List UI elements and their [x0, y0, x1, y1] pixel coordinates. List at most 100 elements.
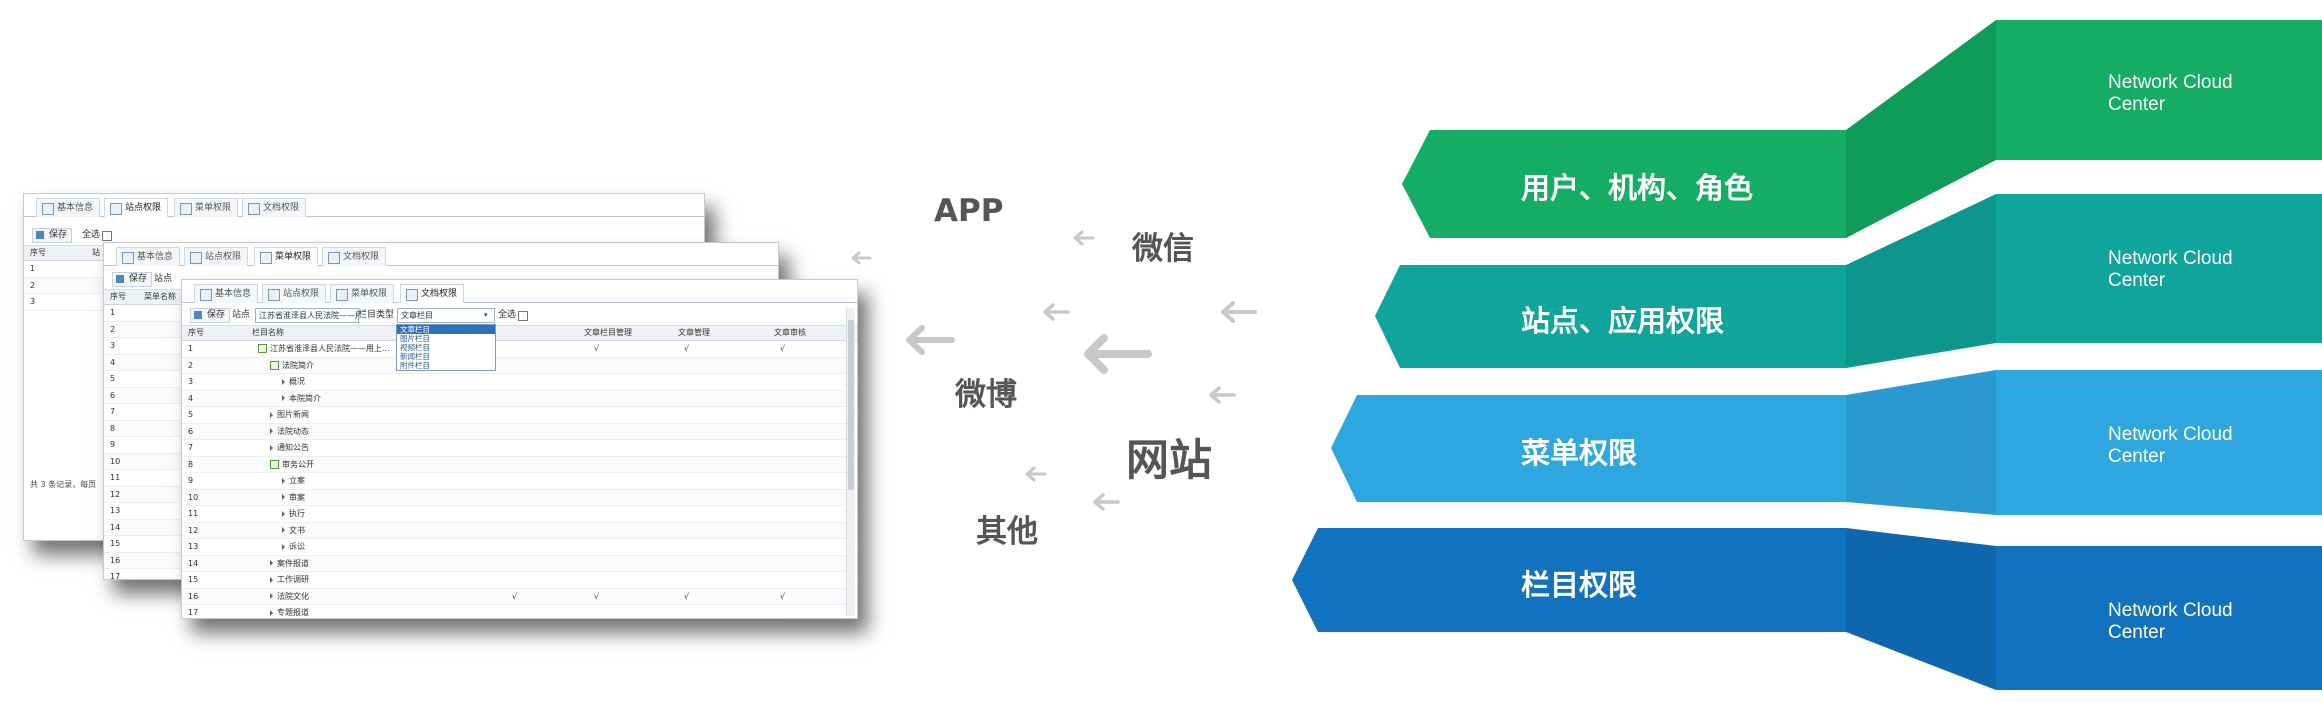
- tab-basic-info[interactable]: 基本信息: [36, 198, 101, 217]
- save-button[interactable]: 保存: [190, 308, 231, 323]
- save-button[interactable]: 保存: [32, 228, 73, 243]
- ribbon-menu: [1331, 370, 2322, 515]
- dropdown-option[interactable]: 文章栏目: [397, 325, 495, 334]
- ribbon-site-app: [1375, 194, 2322, 368]
- caret-right-icon[interactable]: [270, 576, 273, 583]
- home-icon: [110, 203, 122, 215]
- dropdown-option[interactable]: 新闻栏目: [400, 352, 430, 361]
- tab-site-permission[interactable]: 站点权限: [184, 247, 249, 266]
- tab-bar: 基本信息 站点权限 菜单权限 文档权限: [182, 280, 857, 303]
- tab-menu-permission[interactable]: 菜单权限: [254, 247, 319, 266]
- dropdown-option[interactable]: 视频栏目: [400, 343, 430, 352]
- caret-right-icon[interactable]: [270, 428, 273, 434]
- scrollbar-thumb[interactable]: [848, 320, 854, 490]
- arrow-icon: [1043, 303, 1070, 321]
- caret-right-icon[interactable]: [282, 543, 285, 550]
- row-no: 5: [188, 410, 194, 419]
- caret-right-icon[interactable]: [270, 609, 273, 616]
- tab-menu-permission[interactable]: 菜单权限: [174, 198, 239, 217]
- doc-icon: [406, 289, 418, 301]
- tab-menu-permission[interactable]: 菜单权限: [330, 284, 395, 303]
- permission-check[interactable]: √: [780, 344, 786, 353]
- row-no: 17: [110, 572, 121, 580]
- tab-site-permission[interactable]: 站点权限: [104, 198, 169, 217]
- tab-site-permission[interactable]: 站点权限: [262, 284, 327, 303]
- select-all-checkbox[interactable]: [102, 231, 112, 241]
- row-column-name: 案件报道: [270, 556, 309, 571]
- arrow-icon: [906, 325, 955, 355]
- table-row[interactable]: 17: [104, 569, 778, 580]
- expand-icon[interactable]: [270, 459, 279, 469]
- row-column-name: 本院简介: [282, 391, 321, 406]
- channel-wechat: 微信: [1132, 231, 1194, 267]
- caret-right-icon[interactable]: [270, 593, 273, 599]
- site-select[interactable]: 江苏省淮泽县人民法院——用上...: [255, 308, 359, 323]
- permission-check[interactable]: √: [594, 344, 600, 353]
- column-type-select[interactable]: 文章栏目: [397, 308, 495, 323]
- dropdown-option[interactable]: 图片栏目: [400, 334, 430, 343]
- permission-check[interactable]: √: [594, 591, 600, 601]
- tab-basic-info[interactable]: 基本信息: [194, 284, 259, 303]
- row-no: 16: [188, 591, 199, 601]
- caret-right-icon[interactable]: [282, 527, 285, 533]
- table-row[interactable]: 5 图片新闻: [182, 407, 857, 424]
- row-column-name-text: 案件报道: [277, 558, 309, 568]
- expand-icon[interactable]: [270, 360, 279, 370]
- table-row[interactable]: 6 法院动态: [182, 423, 857, 440]
- permission-check[interactable]: √: [684, 344, 690, 353]
- permission-check[interactable]: √: [684, 591, 690, 601]
- row-column-name-text: 法院动态: [277, 426, 309, 436]
- caret-right-icon[interactable]: [282, 477, 285, 484]
- channel-weibo: 微博: [955, 377, 1017, 413]
- caret-right-icon[interactable]: [282, 378, 285, 385]
- caret-right-icon[interactable]: [270, 444, 273, 451]
- row-column-name-text: 审务公开: [282, 459, 314, 469]
- permission-check[interactable]: √: [512, 591, 518, 601]
- caret-right-icon[interactable]: [282, 510, 285, 517]
- save-button[interactable]: 保存: [112, 272, 153, 287]
- tab-doc-permission[interactable]: 文档权限: [242, 198, 307, 217]
- expand-icon[interactable]: [258, 344, 267, 353]
- row-column-name-text: 审案: [289, 492, 305, 502]
- tab-doc-permission[interactable]: 文档权限: [400, 284, 465, 303]
- column-type-label: 栏目类型: [358, 310, 395, 320]
- tab-doc-permission[interactable]: 文档权限: [322, 247, 387, 266]
- vertical-scrollbar[interactable]: [846, 308, 855, 616]
- tab-basic-info[interactable]: 基本信息: [116, 247, 181, 266]
- row-column-name: 江苏省淮泽县人民法院——用上...: [258, 341, 390, 356]
- permission-check[interactable]: √: [780, 591, 786, 601]
- col-article-review: 文章审核: [774, 328, 806, 337]
- select-all-checkbox[interactable]: [518, 311, 528, 321]
- save-icon: [194, 311, 202, 319]
- row-no: 7: [188, 443, 194, 452]
- dropdown-option[interactable]: 附件栏目: [400, 361, 430, 370]
- row-column-name: 图片新闻: [270, 407, 309, 422]
- doc-icon: [260, 252, 272, 264]
- caret-right-icon[interactable]: [282, 395, 285, 401]
- caret-right-icon[interactable]: [270, 560, 273, 566]
- row-no: 1: [30, 264, 36, 273]
- column-type-dropdown[interactable]: 文章栏目 图片栏目 视频栏目 新闻栏目 附件栏目: [396, 324, 496, 371]
- row-no: 16: [110, 555, 121, 565]
- network-cloud-center-tag: Network Cloud Center: [2108, 424, 2233, 467]
- caret-right-icon[interactable]: [282, 494, 285, 500]
- row-no: 6: [188, 426, 194, 436]
- caret-right-icon[interactable]: [270, 411, 273, 418]
- col-article-manage: 文章管理: [678, 328, 710, 337]
